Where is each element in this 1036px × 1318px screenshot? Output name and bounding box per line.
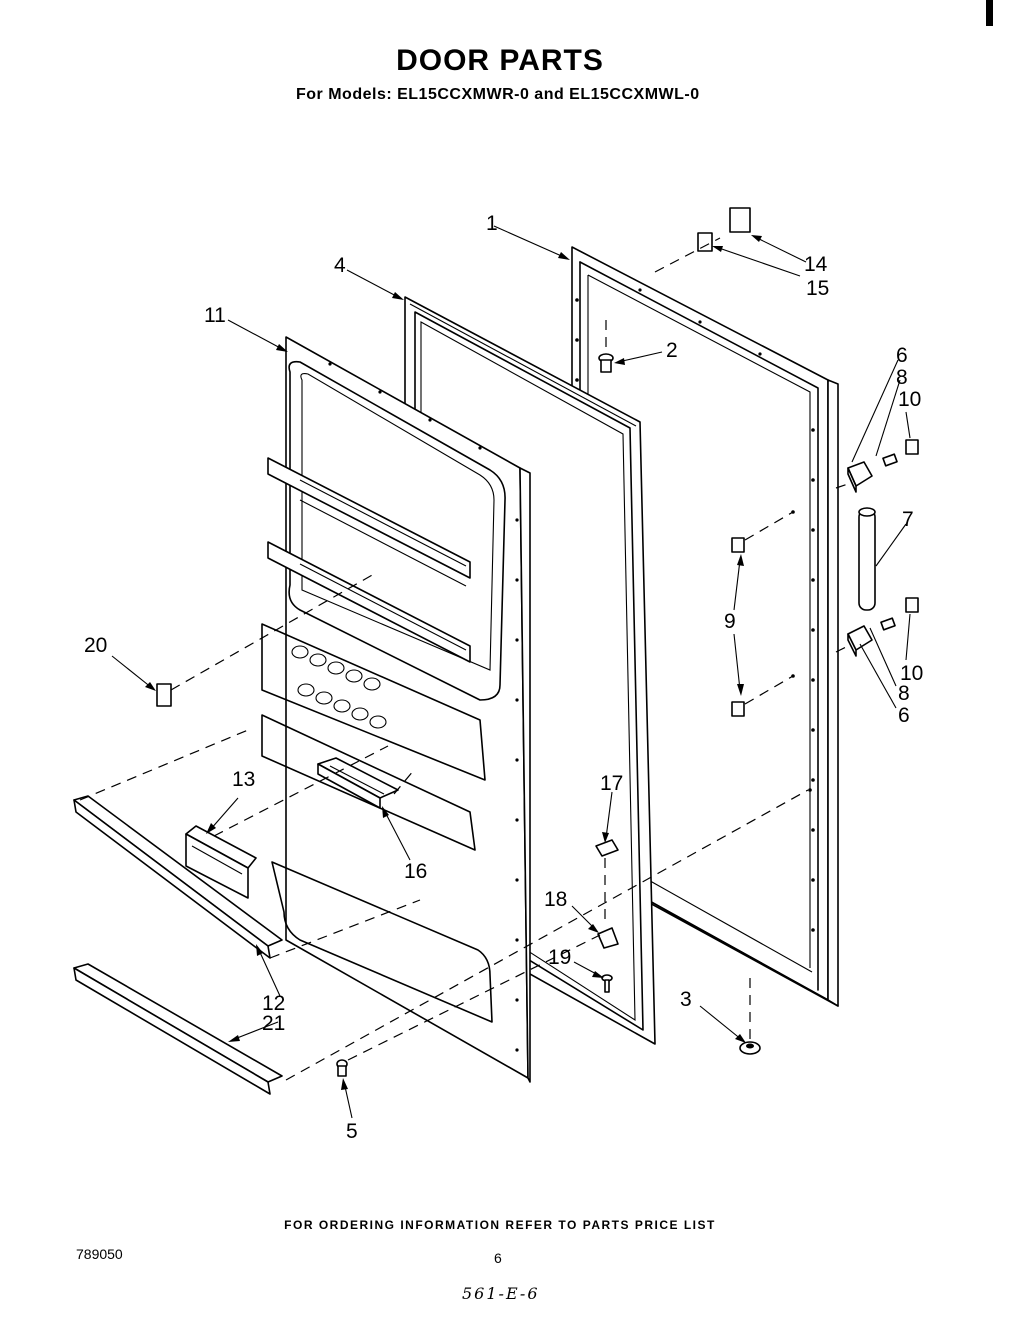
callout-2: 2 [666,339,678,362]
liner-shelves [267,457,471,663]
callout-6-lower: 6 [898,704,910,727]
clip-9-lower [731,701,745,717]
clip-9-upper [731,537,745,553]
callout-labels: 1 2 3 4 5 6 6 7 8 8 9 10 10 11 12 13 14 … [84,212,923,1143]
callout-4: 4 [334,254,346,277]
shelf-bar-12 [73,795,283,959]
plug-14 [729,207,751,233]
pin-5 [336,1059,348,1077]
shelf-bar-21 [73,963,283,1095]
leader-arrows [111,225,911,1119]
page-title: DOOR PARTS [396,44,604,77]
models-subtitle: For Models: EL15CCXMWR-0 and EL15CCXMWL-… [296,86,700,103]
callout-8-lower: 8 [898,682,910,705]
callout-21: 21 [262,1012,285,1035]
callout-6-upper: 6 [896,344,908,367]
egg-rack [291,645,387,729]
callout-5: 5 [346,1120,358,1143]
callout-10-lower: 10 [900,662,923,685]
handwritten-note: 561-E-6 [462,1284,540,1303]
callout-12: 12 [262,992,285,1015]
callout-20: 20 [84,634,107,657]
callout-17: 17 [600,772,623,795]
door-liner [261,336,531,1083]
callout-19: 19 [548,946,571,969]
label-20 [156,683,172,707]
screw-19 [601,974,613,993]
callout-14: 14 [804,253,828,276]
page-number: 6 [494,1250,502,1266]
document-number: 789050 [76,1246,123,1262]
callout-13: 13 [232,768,255,791]
clip-17 [595,839,619,857]
callout-7: 7 [902,508,914,531]
callout-18: 18 [544,888,567,911]
stud-2 [598,353,614,373]
callout-1: 1 [486,212,498,235]
callout-8-upper: 8 [896,366,908,389]
handle-mount-upper [847,439,919,493]
callout-10-upper: 10 [898,388,921,411]
retainer-bar-16 [317,757,399,809]
bracket-13 [185,825,257,899]
callout-11: 11 [204,304,226,327]
foot-3 [739,1041,761,1055]
ordering-note: FOR ORDERING INFORMATION REFER TO PARTS … [284,1218,716,1232]
callout-16: 16 [404,860,427,883]
callout-3: 3 [680,988,692,1011]
clip-18 [597,927,619,949]
scan-edge-mark [986,0,993,26]
assembly-lines [79,237,849,1081]
plug-15 [697,232,713,252]
callout-9: 9 [724,610,736,633]
callout-15: 15 [806,277,829,300]
handle-mount-lower [847,597,919,657]
door-handle-7 [858,507,876,611]
